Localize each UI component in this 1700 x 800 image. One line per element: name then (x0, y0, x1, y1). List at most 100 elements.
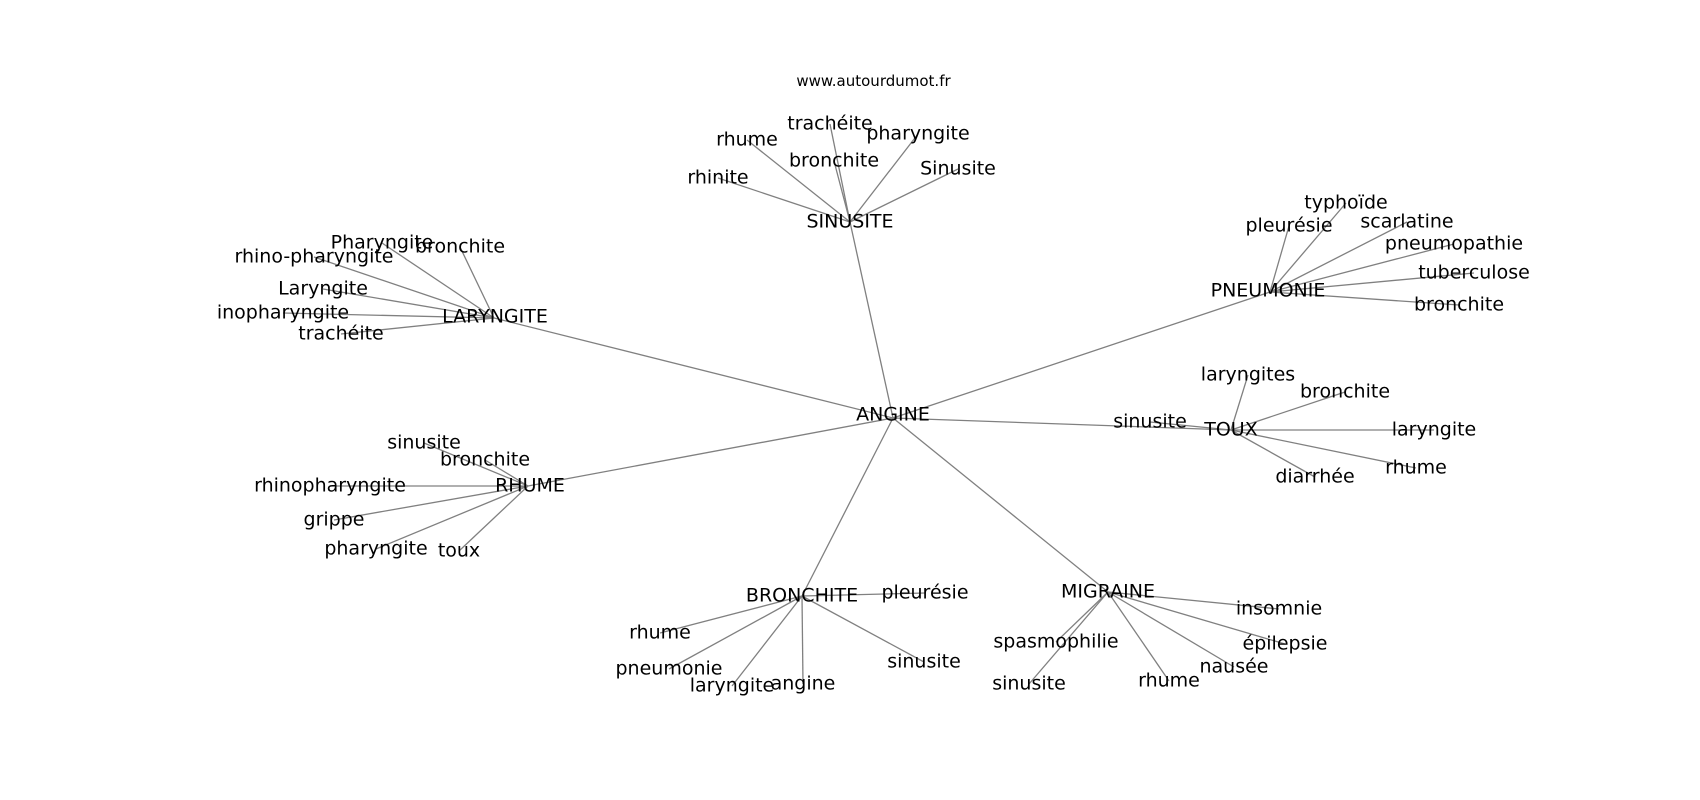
edge-migraine-word (1107, 591, 1170, 682)
edge-sinusite-word (829, 123, 851, 223)
graph-edges (282, 123, 1475, 687)
edge-rhume-word (375, 485, 529, 550)
edge-pneumonie-word (1269, 225, 1290, 293)
edge-pneumonie-word (1269, 291, 1460, 306)
word-node: bronchite (415, 236, 505, 258)
word-node: bronchite (440, 449, 530, 471)
edge-sinusite-word (717, 177, 851, 223)
edge-rhume-word (484, 459, 529, 487)
word-node: tuberculose (1418, 262, 1530, 284)
word-node: scarlatine (1360, 211, 1453, 233)
edge-bronchite-word (659, 595, 803, 634)
edge-center-sinusite (849, 221, 894, 419)
word-node: bronchite (1414, 294, 1504, 316)
word-node: spasmophilie (993, 631, 1118, 653)
word-node: bronchite (1300, 381, 1390, 403)
edge-center-laryngite (493, 317, 894, 419)
edge-sinusite-word (746, 139, 851, 223)
word-node: pneumopathie (1385, 233, 1523, 255)
edge-bronchite-word (801, 595, 804, 685)
word-node: rhino-pharyngite (235, 246, 394, 268)
word-node: toux (438, 540, 480, 562)
edge-toux-word (1149, 421, 1232, 431)
word-node: insomnie (1236, 598, 1322, 620)
edge-laryngite-word (282, 312, 495, 319)
edge-sinusite-word (849, 133, 919, 223)
edge-laryngite-word (313, 256, 495, 319)
edge-laryngite-word (340, 317, 495, 335)
edge-pneumonie-word (1269, 202, 1347, 293)
edge-toux-word (1230, 391, 1346, 431)
word-node: grippe (304, 509, 365, 531)
word-node: nausée (1199, 656, 1268, 678)
word-node: épilepsie (1243, 633, 1328, 655)
edge-laryngite-word (322, 288, 495, 319)
edge-toux-word (1230, 374, 1249, 431)
graph-labels: SINUSITE rhinite rhume trachéite bronchite ph… (217, 113, 1530, 697)
word-node: Pharyngite (331, 232, 434, 254)
word-node: inopharyngite (217, 302, 349, 324)
word-node: laryngite (1392, 419, 1477, 441)
word-node: trachéite (298, 323, 384, 345)
source-watermark: www.autourdumot.fr (796, 72, 951, 90)
edge-rhume-word (333, 485, 529, 521)
word-node: rhinite (687, 167, 748, 189)
cluster-node-migraine: MIGRAINE (1061, 581, 1155, 603)
edge-center-pneumonie (892, 291, 1271, 419)
edge-bronchite-word (801, 595, 925, 663)
cluster-node-bronchite: BRONCHITE (746, 585, 858, 607)
cluster-node-toux: TOUX (1203, 419, 1257, 441)
edge-toux-word (1230, 429, 1316, 478)
edge-migraine-word (1107, 591, 1286, 645)
word-node: diarrhée (1275, 466, 1354, 488)
word-node: sinusite (887, 651, 961, 673)
cluster-node-sinusite: SINUSITE (806, 211, 893, 233)
word-node: typhoïde (1304, 192, 1387, 214)
word-node: sinusite (1113, 411, 1187, 433)
word-node: rhume (1138, 670, 1200, 692)
word-node: Laryngite (278, 278, 368, 300)
word-node: bronchite (789, 150, 879, 172)
word-node: rhume (1385, 457, 1447, 479)
cluster-node-rhume: RHUME (495, 475, 565, 497)
edge-bronchite-word (731, 595, 803, 687)
edge-center-migraine (892, 417, 1109, 593)
word-node: pharyngite (866, 123, 969, 145)
word-node: Sinusite (920, 158, 996, 180)
center-node: ANGINE (856, 404, 930, 426)
word-node: laryngites (1201, 364, 1295, 386)
edge-center-toux (892, 417, 1232, 431)
word-node: pneumonie (616, 658, 723, 680)
cluster-node-laryngite: LARYNGITE (442, 306, 548, 328)
edge-sinusite-word (849, 168, 959, 223)
edge-center-bronchite (801, 417, 894, 597)
word-node: rhinopharyngite (254, 475, 406, 497)
edge-pneumonie-word (1269, 243, 1455, 293)
word-node: sinusite (992, 673, 1066, 695)
edge-migraine-word (1107, 591, 1235, 668)
edge-bronchite-word (668, 595, 803, 670)
edge-bronchite-word (801, 592, 926, 597)
word-node: sinusite (387, 432, 461, 454)
edge-rhume-word (458, 485, 529, 552)
word-node: pleurésie (881, 582, 968, 604)
word-node: rhume (716, 129, 778, 151)
edge-center-rhume (527, 417, 894, 487)
word-node: angine (771, 673, 836, 695)
word-node: pharyngite (324, 538, 427, 560)
edge-migraine-word (1028, 591, 1109, 685)
edge-migraine-word (1107, 591, 1280, 610)
edge-laryngite-word (381, 242, 495, 319)
word-node: pleurésie (1245, 215, 1332, 237)
cluster-node-pneumonie: PNEUMONIE (1211, 280, 1326, 302)
edge-toux-word (1230, 429, 1417, 469)
word-node: trachéite (787, 113, 873, 135)
word-node: laryngite (690, 675, 775, 697)
edge-pneumonie-word (1269, 272, 1475, 293)
edge-rhume-word (423, 442, 529, 487)
edge-migraine-word (1055, 591, 1109, 643)
edge-laryngite-word (459, 246, 495, 319)
edge-sinusite-word (833, 160, 851, 223)
edge-pneumonie-word (1269, 221, 1408, 293)
